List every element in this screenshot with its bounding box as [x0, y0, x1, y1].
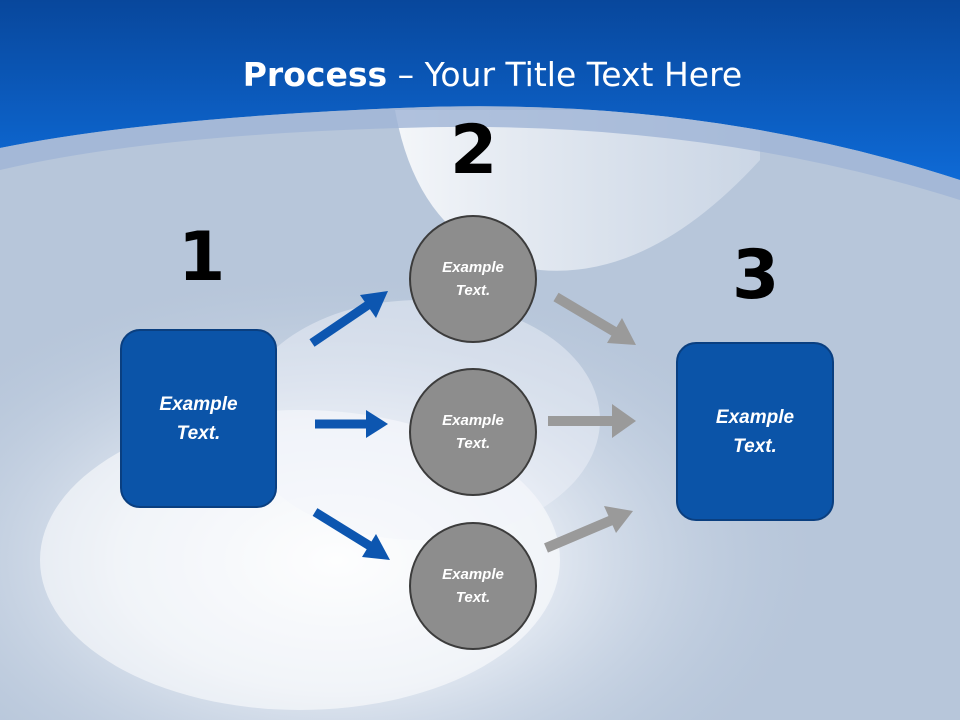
process-circle-top: Example Text.	[409, 215, 537, 343]
blue-arrow-up-icon	[309, 291, 388, 347]
step-number-3: 3	[732, 236, 780, 315]
blue-arrow-down-icon	[312, 508, 390, 560]
title-bold: Process	[242, 55, 388, 94]
left-process-box: Example Text.	[120, 329, 277, 508]
gray-arrow-down-icon	[553, 292, 636, 345]
title-rest: – Your Title Text Here	[387, 55, 743, 94]
gray-arrow-up-icon	[544, 506, 633, 553]
circle-top-text: Example Text.	[442, 259, 504, 299]
gray-arrow-right-icon	[548, 404, 636, 438]
slide-title: Process – Your Title Text Here	[0, 55, 960, 94]
circle-middle-text: Example Text.	[442, 412, 504, 452]
process-circle-bottom: Example Text.	[409, 522, 537, 650]
process-circle-middle: Example Text.	[409, 368, 537, 496]
circle-bottom-text: Example Text.	[442, 566, 504, 606]
step-number-2: 2	[450, 111, 498, 190]
blue-arrow-right-icon	[315, 410, 388, 438]
step-number-1: 1	[178, 218, 226, 297]
right-box-text: Example Text.	[715, 406, 795, 457]
left-box-text: Example Text.	[159, 393, 238, 444]
right-process-box: Example Text.	[676, 342, 834, 521]
